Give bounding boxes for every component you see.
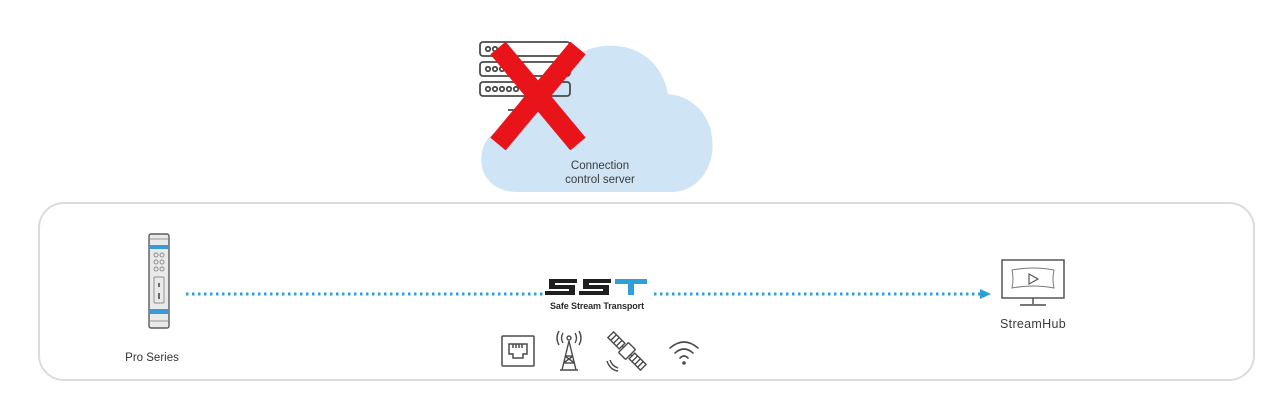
sst-tagline: Safe Stream Transport [550,301,644,311]
pro-series-label: Pro Series [125,352,179,364]
ethernet-icon [501,335,535,367]
arrow-head-icon [980,289,991,299]
blocked-cross-icon [490,41,586,150]
cloud-label-line1: Connection [570,160,630,172]
encoder-device-icon [148,233,170,329]
streamhub-label: StreamHub [1000,317,1066,331]
satellite-icon [606,330,648,372]
monitor-play-icon [1001,259,1065,306]
wifi-icon [669,341,699,365]
connection-control-server-cloud: Connection control server [478,40,722,198]
sst-logo [543,276,651,298]
cloud-icon [481,45,713,192]
cellular-tower-icon [556,330,582,371]
cloud-label-line2: control server [565,174,635,186]
